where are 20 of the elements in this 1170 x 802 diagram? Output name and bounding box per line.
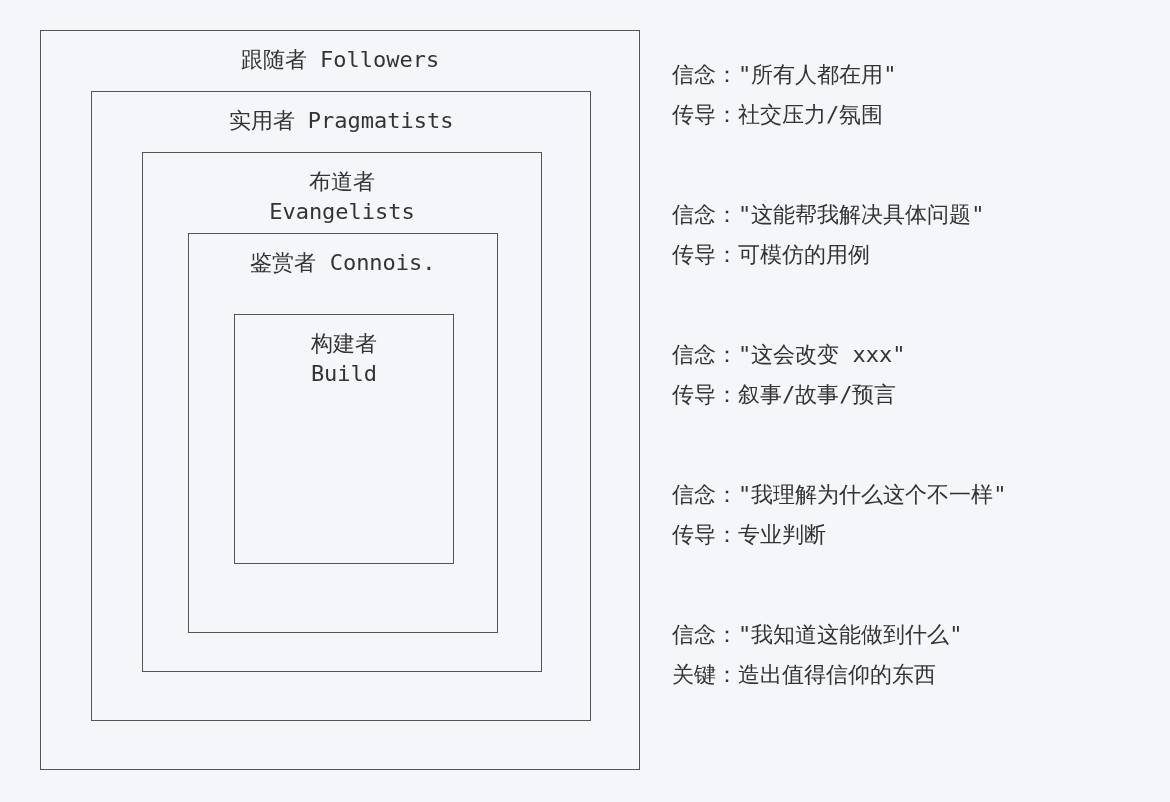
annotation-text: 传导：叙事/故事/预言 [672,381,897,409]
annotation-text: 关键：造出值得信仰的东西 [672,661,936,689]
box-heading: 跟随者 Followers [239,46,441,74]
nested-box [188,233,498,633]
annotation-text: 信念："这会改变 xxx" [672,341,906,369]
annotation-text: 信念："我知道这能做到什么" [672,621,963,649]
nested-box [91,91,591,721]
nested-box [142,152,542,672]
annotation-text: 传导：专业判断 [672,521,826,549]
annotation-text: 信念："所有人都在用" [672,61,897,89]
annotation-text: 传导：社交压力/氛围 [672,101,884,129]
box-heading: 布道者 Evangelists [268,168,416,226]
box-heading: 构建者 Build [309,330,379,388]
annotation-text: 信念："我理解为什么这个不一样" [672,481,1007,509]
annotation-text: 信念："这能帮我解决具体问题" [672,201,985,229]
box-heading: 实用者 Pragmatists [227,107,455,135]
box-heading: 鉴赏者 Connois. [249,249,437,277]
annotation-text: 传导：可模仿的用例 [672,241,870,269]
nested-box [234,314,454,564]
nested-box [40,30,640,770]
